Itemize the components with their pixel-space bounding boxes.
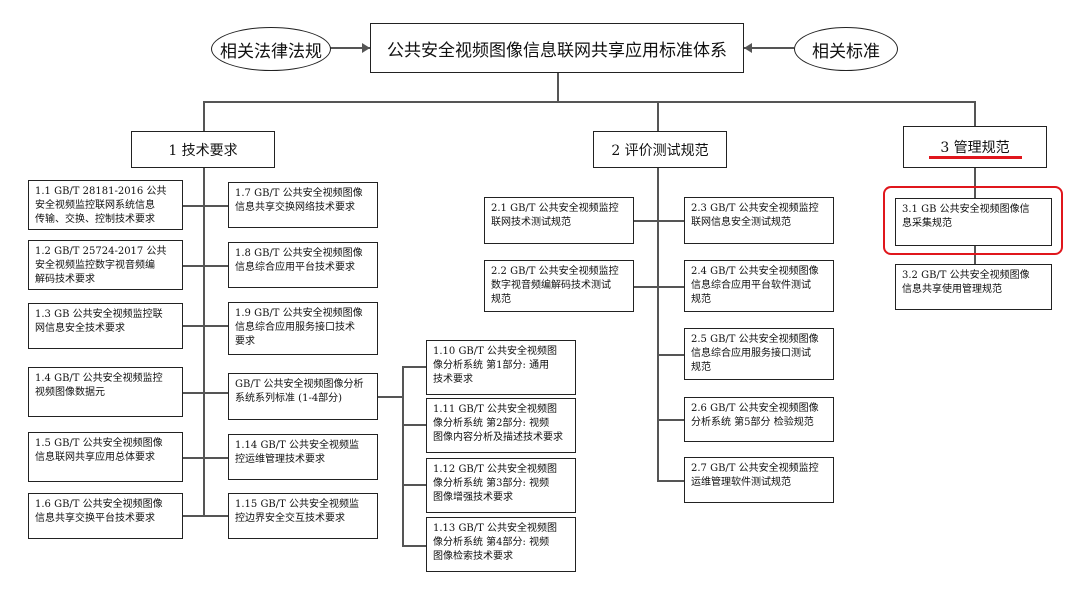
connector <box>330 47 370 49</box>
arrow-left-icon <box>744 43 752 53</box>
connector <box>183 265 228 267</box>
highlight-ring <box>883 186 1063 255</box>
std-2-5: 2.5 GB/T 公共安全视频图像 信息综合应用服务接口测试 规范 <box>684 328 834 380</box>
std-analysis-series: GB/T 公共安全视频图像分析 系统系列标准 (1-4部分) <box>228 373 378 420</box>
std-1-12: 1.12 GB/T 公共安全视频图 像分析系统 第3部分: 视频 图像增强技术要… <box>426 458 576 513</box>
std-2-1: 2.1 GB/T 公共安全视频监控 联网技术测试规范 <box>484 197 634 244</box>
connector <box>634 220 684 222</box>
std-1-4: 1.4 GB/T 公共安全视频监控 视频图像数据元 <box>28 367 183 417</box>
connector <box>657 168 659 480</box>
connector <box>183 205 228 207</box>
std-2-2: 2.2 GB/T 公共安全视频监控 数字视音频编解码技术测试 规范 <box>484 260 634 312</box>
std-1-11: 1.11 GB/T 公共安全视频图 像分析系统 第2部分: 视频 图像内容分析及… <box>426 398 576 453</box>
connector <box>657 354 684 356</box>
section-mgmt: 3 管理规范 <box>903 126 1047 168</box>
std-1-3: 1.3 GB 公共安全视频监控联 网信息安全技术要求 <box>28 303 183 349</box>
connector <box>974 101 976 126</box>
highlight-underline <box>929 156 1022 159</box>
std-1-5: 1.5 GB/T 公共安全视频图像 信息联网共享应用总体要求 <box>28 432 183 482</box>
std-1-14: 1.14 GB/T 公共安全视频监 控运维管理技术要求 <box>228 434 378 480</box>
std-2-3: 2.3 GB/T 公共安全视频监控 联网信息安全测试规范 <box>684 197 834 244</box>
related-standards-ellipse: 相关标准 <box>794 27 898 71</box>
std-2-4: 2.4 GB/T 公共安全视频图像 信息综合应用平台软件测试 规范 <box>684 260 834 312</box>
std-2-6: 2.6 GB/T 公共安全视频图像 分析系统 第5部分 检验规范 <box>684 397 834 442</box>
section-tech: 1 技术要求 <box>131 131 275 168</box>
connector <box>657 101 659 131</box>
std-1-2: 1.2 GB/T 25724-2017 公共 安全视频监控数字视音频编 解码技术… <box>28 240 183 290</box>
connector <box>183 325 228 327</box>
connector <box>203 101 975 103</box>
connector <box>203 168 205 515</box>
std-3-1: 3.1 GB 公共安全视频图像信 息采集规范 <box>895 198 1052 246</box>
connector <box>744 47 794 49</box>
arrow-right-icon <box>362 43 370 53</box>
std-1-9: 1.9 GB/T 公共安全视频图像 信息综合应用服务接口技术 要求 <box>228 302 378 355</box>
connector <box>557 72 559 102</box>
section-eval: 2 评价测试规范 <box>593 131 727 168</box>
connector <box>634 286 684 288</box>
std-1-15: 1.15 GB/T 公共安全视频监 控边界安全交互技术要求 <box>228 493 378 539</box>
std-1-6: 1.6 GB/T 公共安全视频图像 信息共享交换平台技术要求 <box>28 493 183 539</box>
connector <box>402 366 404 546</box>
system-title: 公共安全视频图像信息联网共享应用标准体系 <box>370 23 744 73</box>
std-1-8: 1.8 GB/T 公共安全视频图像 信息综合应用平台技术要求 <box>228 242 378 288</box>
connector <box>402 545 426 547</box>
std-2-7: 2.7 GB/T 公共安全视频监控 运维管理软件测试规范 <box>684 457 834 503</box>
std-1-1: 1.1 GB/T 28181-2016 公共 安全视频监控联网系统信息 传输、交… <box>28 180 183 230</box>
connector <box>183 392 228 394</box>
connector <box>183 515 228 517</box>
std-3-2: 3.2 GB/T 公共安全视频图像 信息共享使用管理规范 <box>895 264 1052 310</box>
connector <box>183 457 228 459</box>
connector <box>402 366 426 368</box>
connector <box>657 480 684 482</box>
std-1-10: 1.10 GB/T 公共安全视频图 像分析系统 第1部分: 通用 技术要求 <box>426 340 576 395</box>
connector <box>657 419 684 421</box>
std-1-13: 1.13 GB/T 公共安全视频图 像分析系统 第4部分: 视频 图像检索技术要… <box>426 517 576 572</box>
connector <box>402 484 426 486</box>
std-1-7: 1.7 GB/T 公共安全视频图像 信息共享交换网络技术要求 <box>228 182 378 228</box>
connector <box>402 424 426 426</box>
related-laws-ellipse: 相关法律法规 <box>211 27 331 71</box>
connector <box>203 101 205 131</box>
connector <box>378 396 403 398</box>
